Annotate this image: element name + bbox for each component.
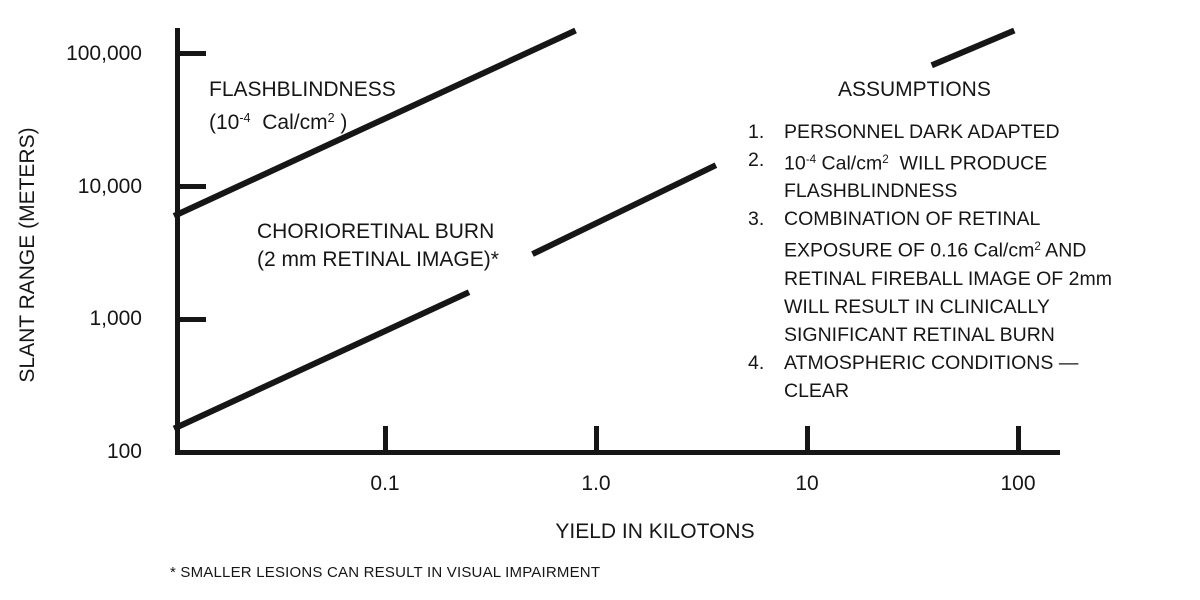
chorioretinal-label: CHORIORETINAL BURN (2 mm RETINAL IMAGE)* xyxy=(257,218,499,274)
x-tick-label: 100 xyxy=(1000,472,1036,495)
x-tick-mark xyxy=(1016,426,1021,452)
assumption-number: 4. xyxy=(748,351,765,374)
assumption-number: 2. xyxy=(748,149,765,171)
y-axis-line xyxy=(175,28,180,455)
assumption-text: SIGNIFICANT RETINAL BURN xyxy=(784,323,1055,346)
y-tick-label: 10,000 xyxy=(77,175,142,198)
assumption-text: ATMOSPHERIC CONDITIONS — xyxy=(784,351,1079,374)
assumptions-heading: ASSUMPTIONS xyxy=(838,78,991,101)
y-tick-mark xyxy=(180,317,206,322)
assumption-text: 10-4 Cal/cm2 WILL PRODUCE xyxy=(784,152,1048,175)
assumption-text: WILL RESULT IN CLINICALLY xyxy=(784,295,1050,318)
assumptions-list: 1. PERSONNEL DARK ADAPTED 2. 10-4 Cal/cm… xyxy=(748,118,1200,405)
assumption-number: 1. xyxy=(748,121,765,143)
assumption-item-4: 4. ATMOSPHERIC CONDITIONS — CLEAR xyxy=(748,349,1200,405)
assumption-text: CLEAR xyxy=(784,379,850,402)
y-tick-label: 100 xyxy=(106,440,142,463)
assumption-item-1: 1. PERSONNEL DARK ADAPTED xyxy=(748,118,1200,146)
assumption-text: FLASHBLINDNESS xyxy=(784,180,958,203)
series-line-chorioretinal xyxy=(172,289,471,432)
x-tick-label: 10 xyxy=(795,472,819,495)
flashblindness-label-line1: FLASHBLINDNESS xyxy=(209,78,396,101)
assumption-text: PERSONNEL DARK ADAPTED xyxy=(784,121,1060,143)
series-line-flashblindness xyxy=(172,27,577,219)
flashblindness-label: FLASHBLINDNESS (10-4 Cal/cm2 ) xyxy=(209,76,396,137)
y-tick-label: 1,000 xyxy=(89,307,142,330)
series-line-chorioretinal xyxy=(531,162,718,257)
footnote: * SMALLER LESIONS CAN RESULT IN VISUAL I… xyxy=(170,564,601,581)
y-axis-title: SLANT RANGE (METERS) xyxy=(16,127,39,383)
x-axis-title: YIELD IN KILOTONS xyxy=(555,520,755,543)
y-tick-mark xyxy=(180,51,206,56)
chorioretinal-label-line1: CHORIORETINAL BURN xyxy=(257,220,495,243)
x-tick-mark xyxy=(383,426,388,452)
chorioretinal-label-line2: (2 mm RETINAL IMAGE)* xyxy=(257,248,499,271)
y-tick-mark xyxy=(180,184,206,189)
assumption-text: RETINAL FIREBALL IMAGE OF 2mm xyxy=(784,267,1112,290)
assumption-text: EXPOSURE OF 0.16 Cal/cm2 AND xyxy=(784,239,1087,262)
assumption-item-3: 3. COMBINATION OF RETINAL EXPOSURE OF 0.… xyxy=(748,205,1200,348)
assumption-item-2: 2. 10-4 Cal/cm2 WILL PRODUCE FLASHBLINDN… xyxy=(748,146,1200,205)
series-line-chorioretinal xyxy=(930,27,1016,69)
assumption-number: 3. xyxy=(748,208,765,231)
x-tick-label: 0.1 xyxy=(370,472,400,495)
x-tick-label: 1.0 xyxy=(581,472,611,495)
y-tick-label: 100,000 xyxy=(66,42,142,65)
assumption-text: COMBINATION OF RETINAL xyxy=(784,208,1041,231)
flashblindness-label-line2: (10-4 Cal/cm2 ) xyxy=(209,110,348,134)
x-tick-mark xyxy=(805,426,810,452)
x-axis-line xyxy=(175,450,1060,455)
x-tick-mark xyxy=(594,426,599,452)
